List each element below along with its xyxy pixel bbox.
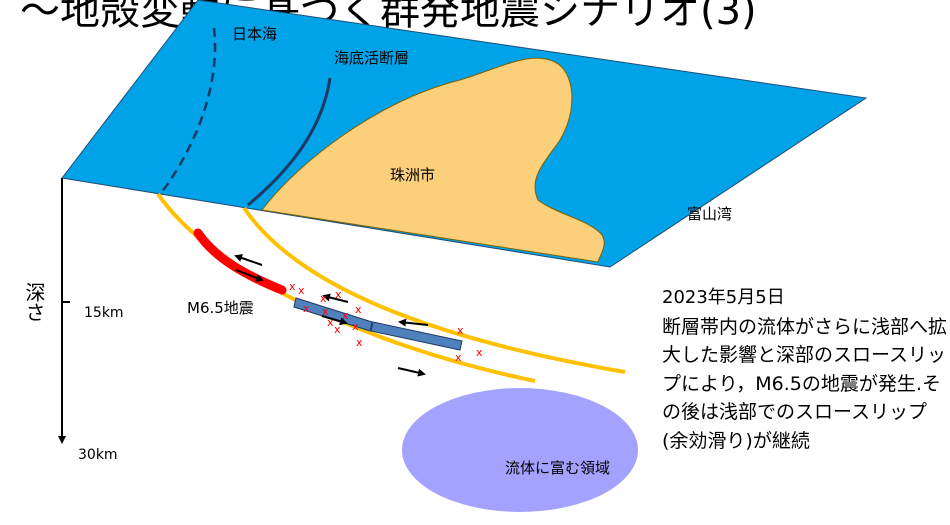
slip-arrow: [397, 367, 426, 377]
slip-arrow: [321, 315, 348, 326]
suzu-land: [261, 57, 605, 263]
aftershock-marker: x: [352, 320, 359, 333]
slip-arrow: [235, 269, 264, 282]
slip-arrow: [398, 318, 429, 327]
scenario-description: 2023年5月5日 断層帯内の流体がさらに浅部へ拡大した影響と深部のスロースリッ…: [662, 284, 947, 455]
suzu-city-label: 珠洲市: [390, 166, 435, 184]
scenario-text: 断層帯内の流体がさらに浅部へ拡大した影響と深部のスロースリップにより，M6.5の…: [662, 315, 948, 452]
slow-slip-segment-lower: [370, 321, 463, 351]
aftershock-marker: x: [356, 336, 363, 349]
aftershock-marker: x: [335, 288, 342, 301]
aftershock-marker: x: [320, 292, 327, 305]
aftershock-marker: x: [303, 302, 310, 315]
dashed-fault-trace: [160, 27, 217, 193]
fluid-rich-region: [402, 388, 638, 512]
aftershock-marker: x: [355, 303, 362, 316]
aftershock-marker: x: [476, 346, 483, 359]
depth-axis-label: 深さ: [22, 282, 46, 322]
aftershock-marker: x: [289, 280, 296, 293]
m65-quake-label: M6.5地震: [187, 299, 254, 317]
aftershock-marker: x: [342, 309, 349, 322]
fault-plane-lower: [242, 206, 626, 374]
submarine-active-fault-trace: [247, 77, 332, 207]
slip-arrow: [322, 293, 349, 303]
aftershock-marker: x: [334, 323, 341, 336]
aftershock-marker: x: [322, 305, 329, 318]
m65-rupture-segment: [193, 228, 287, 295]
aftershock-marker: x: [327, 316, 334, 329]
active-fault-label: 海底活断層: [334, 49, 409, 67]
scenario-date: 2023年5月5日: [662, 287, 785, 308]
depth-30-label: 30km: [78, 447, 118, 463]
slow-slip-segment-upper: [293, 297, 373, 332]
depth-15-label: 15km: [84, 305, 124, 321]
fluid-region-label: 流体に富む領域: [505, 459, 610, 477]
sea-of-japan-label: 日本海: [232, 25, 277, 43]
aftershock-marker: x: [455, 351, 462, 364]
slip-arrow: [234, 254, 263, 266]
aftershock-marker: x: [298, 284, 305, 297]
aftershock-marker: x: [457, 324, 464, 337]
toyama-bay-label: 富山湾: [687, 205, 732, 223]
